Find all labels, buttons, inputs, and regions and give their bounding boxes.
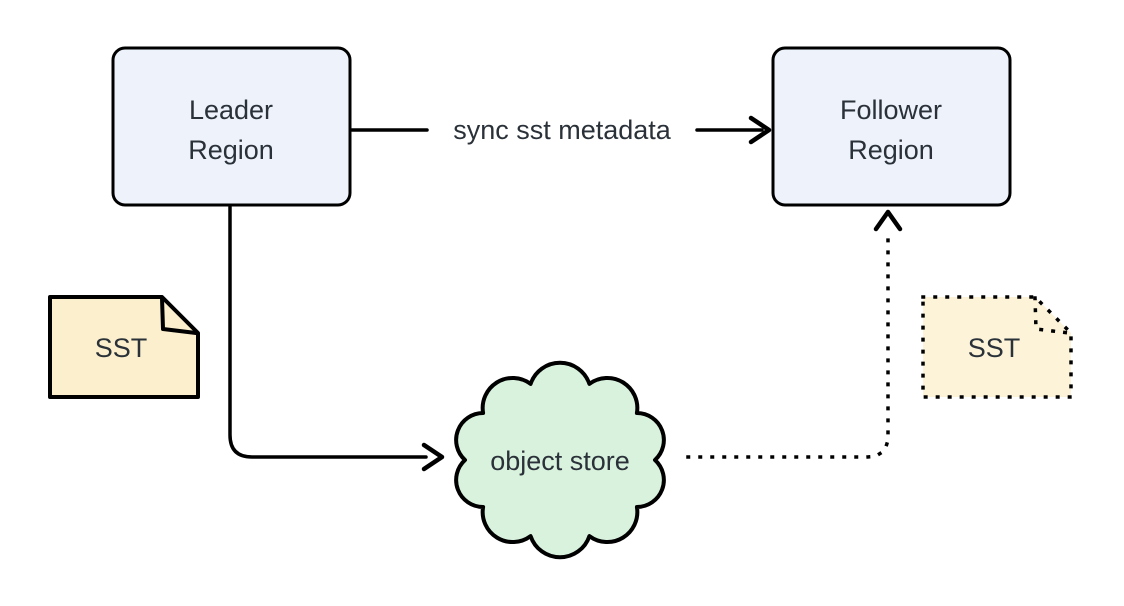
sync-metadata-edge-label: sync sst metadata [453, 115, 672, 145]
sync-metadata-arrowhead-right-icon [748, 115, 772, 145]
follower-region-label-line1: Follower [840, 95, 942, 125]
leader-region-box [111, 46, 352, 207]
store-to-follower-edge [686, 209, 903, 459]
object-store-label: object store [490, 446, 630, 476]
sst-source-label: SST [95, 333, 148, 363]
leader-region-label-line2: Region [188, 135, 274, 165]
sync-metadata-edge: sync sst metadata [350, 115, 772, 145]
leader-to-store-edge [228, 205, 445, 472]
sst-source-node: SST [48, 295, 200, 399]
leader-region-label-line1: Leader [189, 95, 273, 125]
sst-replica-label: SST [968, 333, 1021, 363]
sst-replica-note-icon [921, 295, 1073, 399]
leader-to-store-edge-line [228, 205, 428, 459]
follower-region-label-line2: Region [848, 135, 934, 165]
leader-region-node: Leader Region [111, 46, 352, 207]
leader-to-store-arrowhead-right-icon [421, 442, 445, 472]
object-store-cloud-icon [454, 360, 666, 560]
sst-replica-note-fold-icon [1033, 296, 1071, 335]
object-store-node: object store [454, 360, 666, 560]
follower-region-node: Follower Region [771, 46, 1012, 207]
sst-replica-node: SST [921, 295, 1073, 399]
sst-source-note-fold-icon [160, 296, 198, 335]
follower-region-box [771, 46, 1012, 207]
store-to-follower-arrowhead-up-icon [873, 209, 903, 232]
